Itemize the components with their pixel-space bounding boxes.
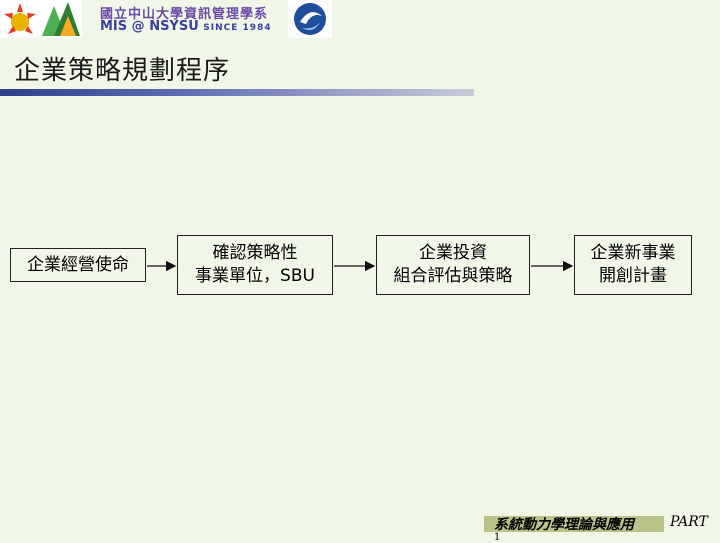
sun-logo-icon — [0, 0, 40, 38]
step-line: 事業單位，SBU — [195, 266, 315, 286]
title-underline — [0, 89, 474, 96]
step-box-sbu: 確認策略性 事業單位，SBU — [177, 235, 333, 295]
step-line: 企業新事業 — [590, 243, 676, 263]
step-box-new-business: 企業新事業 開創計畫 — [574, 235, 692, 295]
step-box-portfolio: 企業投資 組合評估與策略 — [376, 235, 530, 295]
step-box-text: 企業經營使命 — [27, 254, 129, 277]
footer-band — [484, 516, 664, 532]
page-title: 企業策略規劃程序 — [14, 56, 231, 86]
step-line: 企業經營使命 — [27, 254, 129, 275]
step-box-text: 企業投資 組合評估與策略 — [394, 242, 513, 288]
step-line: 組合評估與策略 — [393, 266, 513, 286]
footer-part-label: PART — [670, 514, 708, 530]
logo-mis: MIS @ NSYSU — [100, 19, 199, 34]
header-logos: 國立中山大學資訊管理學系 MIS @ NSYSU SINCE 1984 — [0, 0, 340, 40]
logo-english-name: MIS @ NSYSU SINCE 1984 — [100, 19, 272, 34]
footer-book-title: 系統動力學理論與應用 — [494, 517, 634, 533]
step-box-text: 企業新事業 開創計畫 — [591, 242, 676, 288]
department-logo-text: 國立中山大學資訊管理學系 MIS @ NSYSU SINCE 1984 — [100, 0, 272, 38]
swirl-logo-icon — [288, 0, 332, 38]
footer-page-number: 1 — [494, 532, 501, 543]
step-box-text: 確認策略性 事業單位，SBU — [195, 242, 315, 288]
step-line: 確認策略性 — [212, 243, 298, 263]
step-line: 企業投資 — [419, 243, 487, 263]
campus-logo-icon — [40, 0, 82, 38]
step-line: 開創計畫 — [599, 266, 667, 286]
logo-since: SINCE 1984 — [203, 23, 272, 33]
logo-chinese-name: 國立中山大學資訊管理學系 — [100, 7, 269, 22]
step-box-mission: 企業經營使命 — [10, 248, 146, 282]
